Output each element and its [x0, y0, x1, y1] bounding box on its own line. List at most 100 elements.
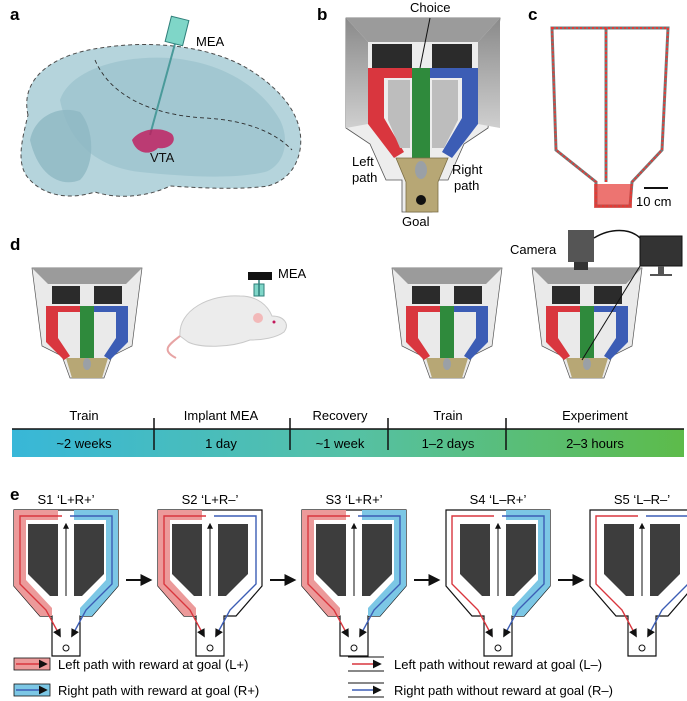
maze-right-wall [478, 18, 500, 128]
panel-d: d MEA [10, 229, 684, 457]
timeline-ticks [153, 418, 507, 450]
inner-block-left [316, 524, 346, 596]
brain-cerebrum [60, 57, 285, 177]
camera-label: Camera [510, 242, 557, 257]
center-stem [412, 68, 430, 158]
panel-b-label: b [317, 5, 327, 24]
right-path-arrow [358, 515, 401, 638]
session-3: S3 ‘L+R+’ [301, 492, 407, 657]
inner-block-left [460, 524, 490, 596]
scale-label: 10 cm [636, 194, 671, 209]
session-2: S2 ‘L+R–’ [157, 492, 263, 657]
monitor-icon [639, 235, 683, 267]
panel-a: a MEA VTA [10, 5, 302, 197]
session-label: S4 ‘L–R+’ [470, 492, 527, 507]
left-path-arrow [595, 515, 638, 638]
left-arm [368, 68, 412, 158]
maze-back-wall [346, 18, 500, 42]
right-path-arrow [646, 515, 687, 638]
duration-implant: 1 day [205, 436, 237, 451]
left-path-arrow [451, 515, 494, 638]
legend-right-noreward: Right path without reward at goal (R–) [394, 683, 613, 698]
maze-train-1 [31, 267, 143, 379]
goal-occupancy [594, 184, 632, 208]
maze-back-panel-left [372, 44, 412, 68]
inner-block-right [218, 524, 248, 596]
phase-train-2: Train [433, 408, 462, 423]
camera-icon [568, 230, 594, 262]
rat-illustration [166, 272, 287, 359]
phase-experiment: Experiment [562, 408, 628, 423]
brain-dashed-boundary [94, 59, 293, 151]
right-path-arrow [502, 515, 545, 638]
inner-block-right [506, 524, 536, 596]
trajectory-traces [550, 26, 670, 208]
panel-c-label: c [528, 5, 537, 24]
maze-experiment [531, 267, 643, 379]
session-1: S1 ‘L+R+’ [13, 492, 119, 657]
duration-train-2: 1–2 days [422, 436, 475, 451]
inner-block-right [362, 524, 392, 596]
camera-cable [593, 229, 641, 239]
phase-recovery: Recovery [313, 408, 368, 423]
mea-label-d: MEA [278, 266, 307, 281]
left-path-arrow [307, 515, 350, 638]
right-path-label-1: Right [452, 162, 483, 177]
session-diagrams: S1 ‘L+R+’ S2 ‘L+R–’ S3 ‘L+R+’ S4 ‘L–R+’ S5 ‘… [13, 492, 687, 657]
left-path-label-1: Left [352, 154, 374, 169]
legend-left-noreward: Left path without reward at goal (L–) [394, 657, 602, 672]
session-label: S2 ‘L+R–’ [182, 492, 239, 507]
trajectory-points [550, 27, 670, 207]
timeline-bar [12, 429, 684, 457]
legend-right-reward: Right path with reward at goal (R+) [58, 683, 259, 698]
phase-train-1: Train [69, 408, 98, 423]
panel-b: b Choice Left path Right path Goal [317, 0, 501, 229]
mea-icon [164, 15, 190, 47]
goal-port-icon [62, 644, 70, 652]
session-label: S3 ‘L+R+’ [325, 492, 382, 507]
inner-block-left [172, 524, 202, 596]
mea-label-a: MEA [196, 34, 225, 49]
vta-region [132, 129, 174, 153]
right-path-arrow [70, 515, 113, 638]
maze-back-panel-right [432, 44, 472, 68]
duration-train-1: ~2 weeks [56, 436, 112, 451]
vta-label: VTA [150, 150, 175, 165]
inner-block-right [74, 524, 104, 596]
phase-implant: Implant MEA [184, 408, 259, 423]
goal-label: Goal [402, 214, 430, 229]
session-4: S4 ‘L–R+’ [445, 492, 551, 657]
right-path-arrow [214, 515, 257, 638]
session-5: S5 ‘L–R–’ [589, 492, 687, 657]
left-path-arrow [163, 515, 206, 638]
goal-port-icon [350, 644, 358, 652]
panel-e-label: e [10, 485, 19, 504]
goal-port-icon [206, 644, 214, 652]
choice-label: Choice [410, 0, 450, 15]
inner-block-right [432, 80, 458, 148]
inner-block-left [28, 524, 58, 596]
mea-shank [149, 39, 177, 136]
left-path-arrow [19, 515, 62, 638]
right-arm [430, 68, 478, 158]
goal-port-icon [494, 644, 502, 652]
rat-icon [415, 161, 427, 179]
choice-pointer [419, 17, 431, 69]
camera-pointer [581, 265, 641, 361]
reward-port-icon [416, 195, 426, 205]
panel-a-label: a [10, 5, 20, 24]
goal-area [395, 157, 449, 213]
maze-train-2 [391, 267, 503, 379]
legend-left-reward: Left path with reward at goal (L+) [58, 657, 248, 672]
inner-block-left [604, 524, 634, 596]
legend: Left path with reward at goal (L+) Right… [13, 656, 613, 698]
inner-block-left [388, 80, 410, 148]
left-path-label-2: path [352, 170, 377, 185]
right-path-label-2: path [454, 178, 479, 193]
panel-e: e S1 ‘L+R+’ S2 ‘L+R–’ S3 ‘L+R+’ S4 ‘L–R+’ S5… [10, 485, 687, 698]
duration-recovery: ~1 week [316, 436, 365, 451]
session-label: S1 ‘L+R+’ [37, 492, 94, 507]
panel-c: c 10 cm [528, 5, 671, 209]
